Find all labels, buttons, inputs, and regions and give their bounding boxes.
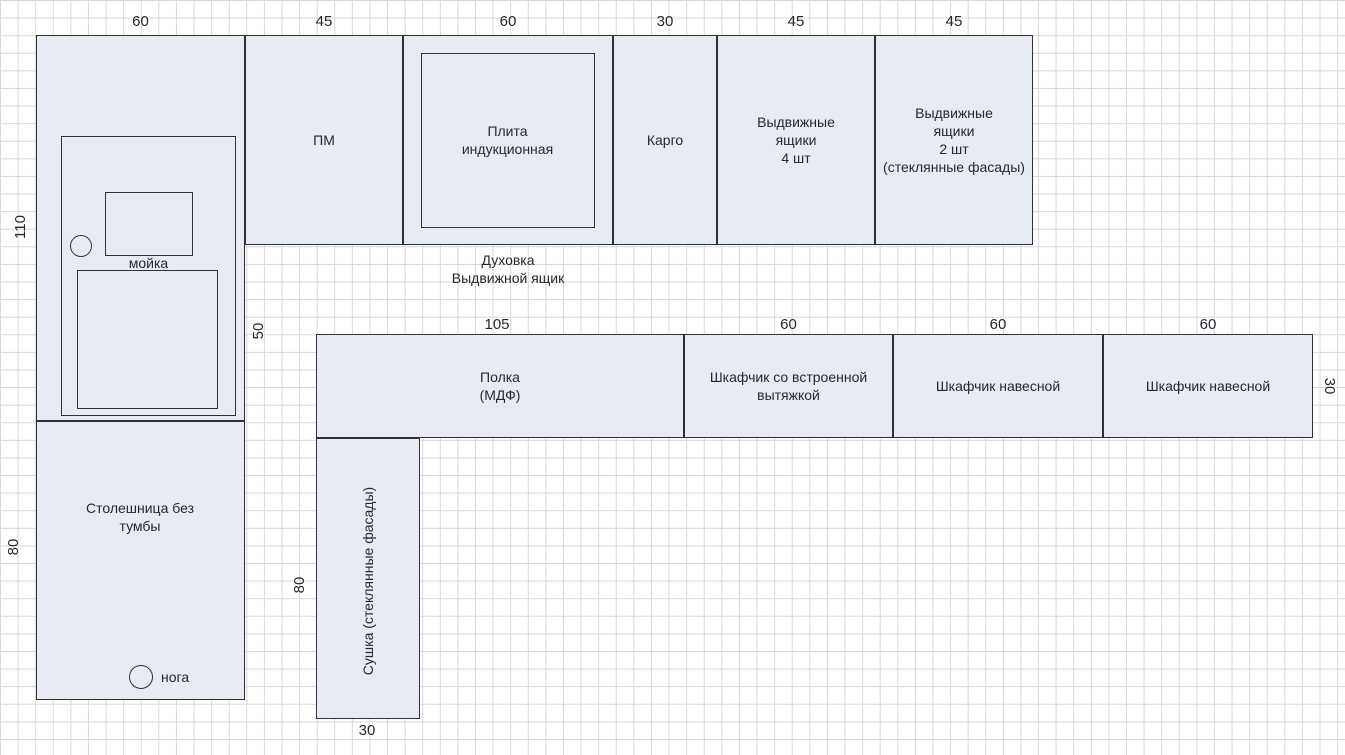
- dim-shelf-width: 105: [484, 316, 510, 333]
- dim-top-stove: 60: [499, 13, 517, 30]
- cargo-label: Карго: [646, 132, 684, 148]
- countertop-label: Столешница без тумбы: [37, 499, 243, 535]
- hood-cabinet-label-line2: вытяжкой: [757, 387, 820, 403]
- drawers-4-label-line3: 4 шт: [781, 150, 811, 166]
- wall-cabinet-1-label: Шкафчик навесной: [935, 378, 1061, 394]
- dim-top-drawers2: 45: [945, 13, 963, 30]
- faucet-circle: [70, 235, 92, 257]
- stove-inner-outline: Плита индукционная: [420, 52, 595, 228]
- leg-circle: [129, 665, 153, 689]
- dim-upper-depth: 30: [1321, 377, 1338, 395]
- drawers-2-label-line2: ящики: [933, 123, 975, 139]
- shelf-label-line1: Полка: [480, 369, 520, 385]
- drawers-4-label-line2: ящики: [775, 132, 817, 148]
- sink-label: мойка: [128, 255, 169, 271]
- oven-note-line2: Выдвижной ящик: [451, 270, 565, 286]
- sink-basin-top: [105, 192, 193, 256]
- dim-wall2-width: 60: [1199, 316, 1217, 333]
- countertop-label-line1: Столешница без: [85, 500, 195, 516]
- stove-label-line1: Плита: [487, 123, 528, 139]
- dim-top-sink-run: 60: [132, 13, 149, 30]
- shelf-box: Полка (МДФ): [316, 334, 684, 438]
- wall-cabinet-2-box: Шкафчик навесной: [1103, 334, 1313, 438]
- dryer-box: [316, 438, 420, 719]
- dim-dryer-height: 80: [291, 576, 308, 594]
- drawers-2-label-line1: Выдвижные: [915, 105, 993, 121]
- sink-counter-box: мойка: [36, 35, 245, 421]
- dim-sink-run-height: 110: [12, 215, 29, 239]
- leg-label: нога: [161, 669, 190, 685]
- dim-wall1-width: 60: [989, 316, 1007, 333]
- drawers-4-label-line1: Выдвижные: [757, 114, 835, 130]
- stove-label-line2: индукционная: [461, 141, 554, 157]
- cargo-box: Карго: [613, 35, 717, 245]
- wall-cabinet-2-label: Шкафчик навесной: [1145, 378, 1271, 394]
- dim-top-cargo: 30: [656, 13, 674, 30]
- dryer-label: Сушка (стеклянные фасады): [360, 486, 376, 676]
- drawers-2-box: Выдвижные ящики 2 шт (стеклянные фасады): [875, 35, 1033, 245]
- countertop-box: Столешница без тумбы нога: [36, 421, 245, 700]
- countertop-label-line2: тумбы: [119, 518, 161, 534]
- sink-outline: [61, 136, 236, 416]
- dim-dryer-width: 30: [358, 722, 376, 739]
- sink-basin-main: [77, 270, 218, 409]
- oven-note: Духовка Выдвижной ящик: [403, 251, 613, 287]
- drawers-2-label-line3: 2 шт: [939, 141, 969, 157]
- dim-countertop-height: 80: [5, 538, 22, 556]
- drawers-4-box: Выдвижные ящики 4 шт: [717, 35, 875, 245]
- dim-gap-height: 50: [250, 322, 267, 340]
- hood-cabinet-box: Шкафчик со встроенной вытяжкой: [684, 334, 893, 438]
- hood-cabinet-label-line1: Шкафчик со встроенной: [709, 369, 868, 385]
- shelf-label-line2: (МДФ): [479, 387, 521, 403]
- stove-box: Плита индукционная: [403, 35, 613, 245]
- dishwasher-label: ПМ: [313, 132, 335, 148]
- oven-note-line1: Духовка: [481, 252, 535, 268]
- wall-cabinet-1-box: Шкафчик навесной: [893, 334, 1103, 438]
- drawers-2-label-line4: (стеклянные фасады): [883, 159, 1025, 175]
- dim-top-drawers4: 45: [787, 13, 805, 30]
- dim-top-dishwasher: 45: [315, 13, 333, 30]
- dim-hood-width: 60: [780, 316, 797, 333]
- dishwasher-box: ПМ: [245, 35, 403, 245]
